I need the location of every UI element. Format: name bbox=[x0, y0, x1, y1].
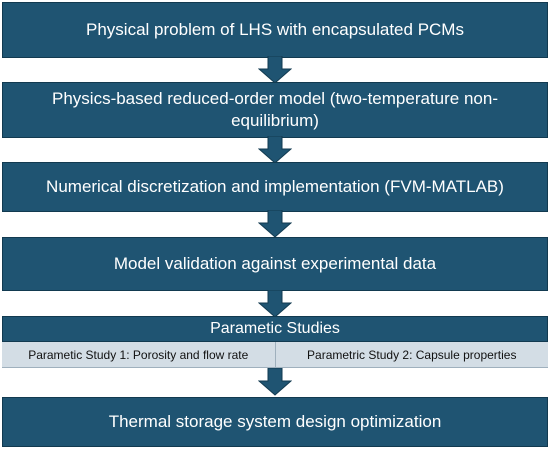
down-arrow-icon bbox=[258, 136, 292, 164]
parametric-study-2: Parametric Study 2: Capsule properties bbox=[274, 342, 548, 368]
parametric-study-1: Parametic Study 1: Porosity and flow rat… bbox=[2, 342, 275, 368]
step-design-optimization: Thermal storage system design optimizati… bbox=[2, 397, 548, 447]
step-reduced-order-model: Physics-based reduced-order model (two-t… bbox=[2, 82, 548, 138]
step-model-validation-label: Model validation against experimental da… bbox=[113, 254, 437, 273]
step-physical-problem: Physical problem of LHS with encapsulate… bbox=[2, 2, 548, 58]
step-physical-problem-label: Physical problem of LHS with encapsulate… bbox=[86, 20, 464, 39]
parametric-studies-row: Parametic Study 1: Porosity and flow rat… bbox=[2, 342, 548, 368]
down-arrow-icon bbox=[258, 290, 292, 318]
step-design-optimization-label: Thermal storage system design optimizati… bbox=[108, 412, 442, 431]
parametric-studies-title: Parametic Studies bbox=[2, 316, 548, 342]
step-numerical-discretization: Numerical discretization and implementat… bbox=[2, 162, 548, 212]
parametric-studies-group: Parametic Studies Parametic Study 1: Por… bbox=[2, 316, 548, 368]
down-arrow-icon bbox=[258, 368, 292, 396]
down-arrow-icon bbox=[258, 210, 292, 238]
down-arrow-icon bbox=[258, 56, 292, 84]
step-model-validation: Model validation against experimental da… bbox=[2, 237, 548, 291]
step-reduced-order-model-label: Physics-based reduced-order model (two-t… bbox=[52, 89, 498, 130]
step-numerical-discretization-label: Numerical discretization and implementat… bbox=[46, 177, 504, 196]
